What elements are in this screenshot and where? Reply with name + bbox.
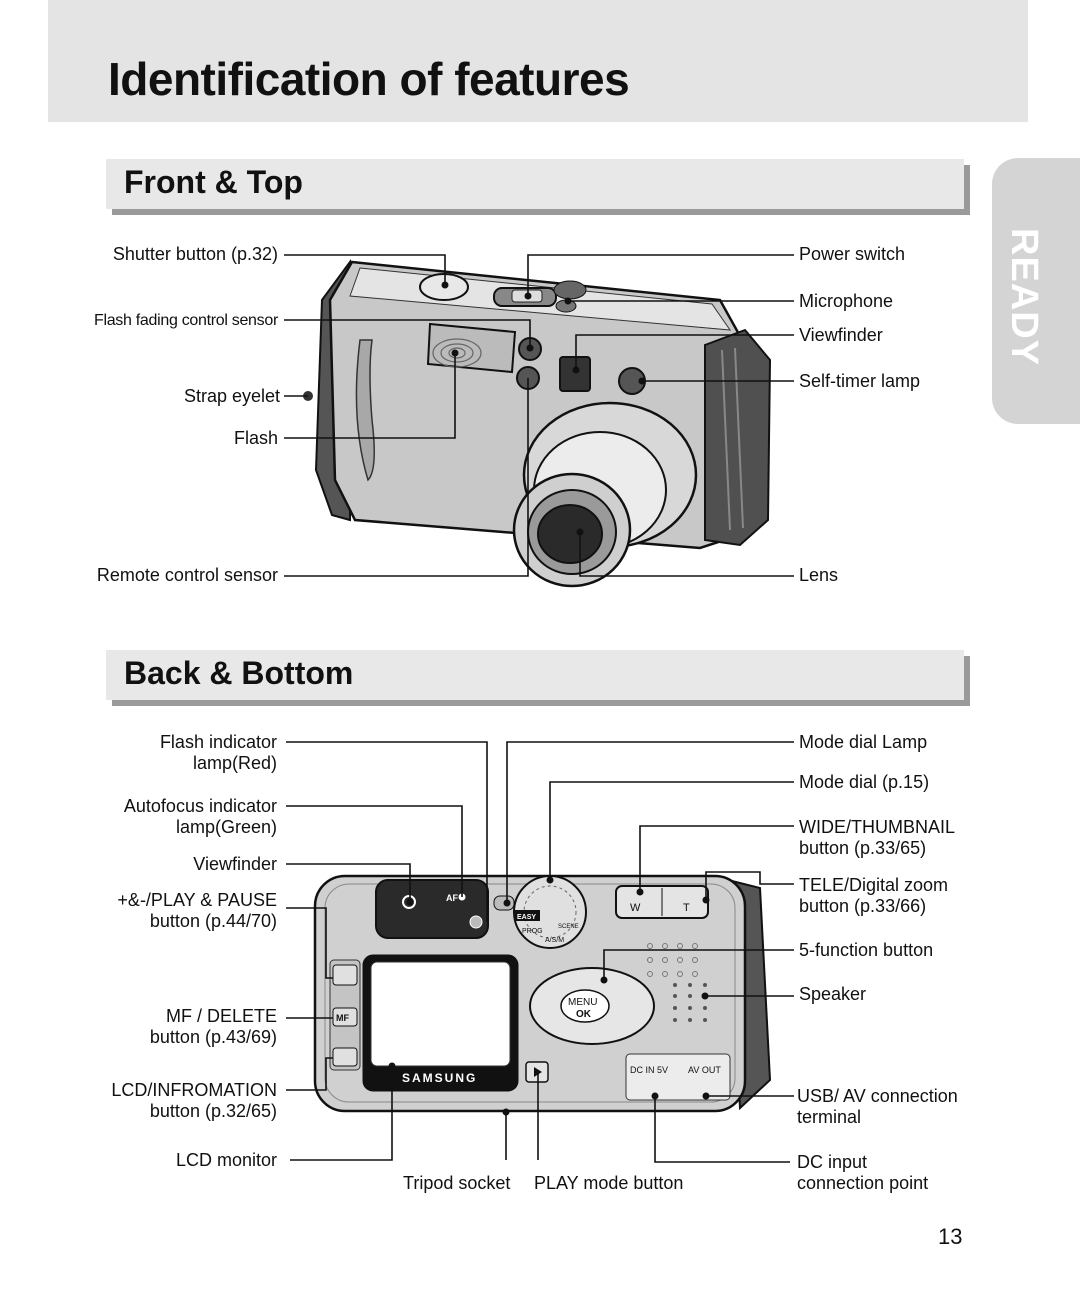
label-viewfinder-front: Viewfinder: [799, 325, 883, 345]
label-microphone: Microphone: [799, 291, 894, 311]
front-leader-lines: [284, 254, 794, 577]
section-back-bottom: Back & Bottom: [106, 650, 964, 700]
mf-mark: MF: [336, 1013, 349, 1023]
dc-in-mark: DC IN 5V: [630, 1065, 668, 1075]
front-camera-illustration: [303, 258, 772, 588]
af-mark: AF: [446, 893, 458, 903]
back-leader-dots: [388, 876, 710, 1116]
label-flash: Flash: [233, 428, 278, 448]
label-flash-fading-sensor: Flash fading control sensor: [93, 312, 278, 329]
front-leader-dots: [441, 281, 646, 536]
prog-mark: PROG: [522, 928, 543, 935]
menu-mark: MENU: [568, 997, 597, 1008]
label-viewfinder-back: Viewfinder: [193, 854, 277, 874]
label-lcd-monitor: LCD monitor: [175, 1150, 277, 1170]
section-heading-front: Front & Top: [124, 164, 303, 200]
side-tab-label: READY: [1003, 228, 1045, 367]
scene-mark: SCENE: [558, 924, 579, 930]
label-speaker: Speaker: [799, 984, 867, 1004]
label-strap-eyelet: Strap eyelet: [183, 386, 280, 406]
page-number: 13: [938, 1224, 963, 1249]
back-camera-illustration: [313, 874, 772, 1113]
camera-text-marks: AF EASY PROG A/S/M SCENE W T MENU OK MF …: [336, 893, 721, 1085]
side-tab-ready: READY: [992, 158, 1080, 424]
label-play-mode-button: PLAY mode button: [534, 1173, 684, 1193]
section-heading-back: Back & Bottom: [124, 655, 354, 691]
section-front-top: Front & Top: [106, 159, 964, 209]
label-mode-dial: Mode dial (p.15): [799, 772, 930, 792]
t-mark: T: [683, 902, 690, 914]
av-out-mark: AV OUT: [688, 1065, 721, 1075]
asm-mark: A/S/M: [545, 937, 564, 944]
label-tripod-socket: Tripod socket: [403, 1173, 511, 1193]
label-mode-dial-lamp: Mode dial Lamp: [799, 732, 928, 752]
page-title: Identification of features: [108, 53, 630, 105]
w-mark: W: [630, 902, 641, 914]
label-shutter-button: Shutter button (p.32): [112, 244, 278, 264]
label-5-function-button: 5-function button: [799, 940, 934, 960]
brand-logo: SAMSUNG: [402, 1071, 477, 1085]
ok-mark: OK: [576, 1009, 592, 1020]
label-self-timer-lamp: Self-timer lamp: [799, 371, 921, 391]
easy-mark: EASY: [517, 914, 536, 921]
label-remote-control-sensor: Remote control sensor: [96, 565, 278, 585]
title-band: [48, 0, 1028, 122]
label-lens: Lens: [799, 565, 839, 585]
label-power-switch: Power switch: [799, 244, 906, 264]
back-leader-lines: [286, 741, 794, 1163]
